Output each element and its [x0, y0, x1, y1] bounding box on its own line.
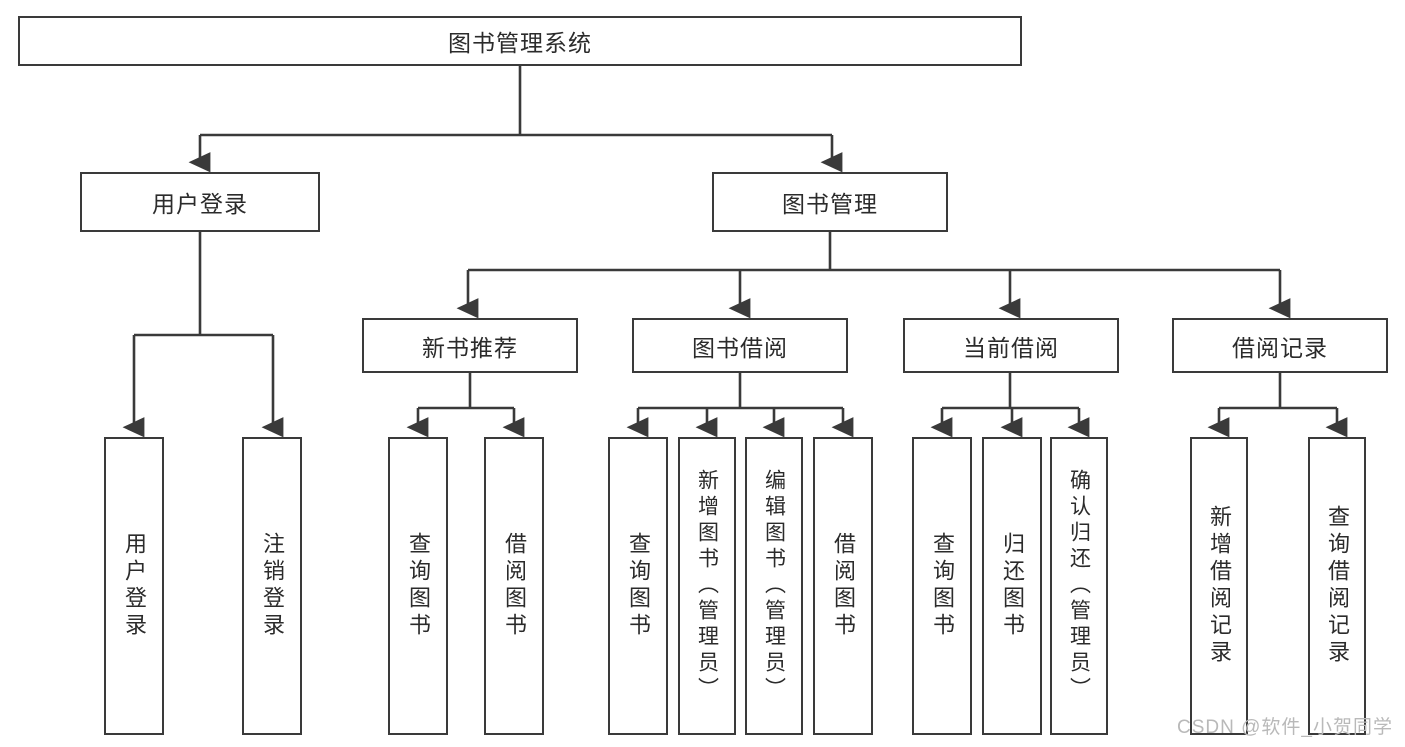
node-borrow-leaf-edit-book-admin[interactable]: 编辑图书（管理员）	[745, 437, 803, 735]
node-user-login-leaf-logout[interactable]: 注销登录	[242, 437, 302, 735]
node-label: 借阅图书	[502, 532, 527, 640]
node-current-leaf-confirm-return-admin[interactable]: 确认归还（管理员）	[1050, 437, 1108, 735]
node-label: 借阅记录	[1232, 334, 1328, 361]
node-label: 新增图书（管理员）	[695, 469, 719, 703]
node-label: 查询图书	[626, 532, 651, 640]
node-recommend-leaf-borrow-book[interactable]: 借阅图书	[484, 437, 544, 735]
node-label: 注销登录	[260, 532, 285, 640]
node-label: 新增借阅记录	[1207, 505, 1232, 667]
node-label: 当前借阅	[963, 334, 1059, 361]
node-borrow-leaf-add-book-admin[interactable]: 新增图书（管理员）	[678, 437, 736, 735]
node-label: 查询图书	[930, 532, 955, 640]
node-book-management-label: 图书管理	[782, 191, 878, 217]
node-borrow-record[interactable]: 借阅记录	[1172, 318, 1388, 373]
node-borrow-leaf-borrow-book[interactable]: 借阅图书	[813, 437, 873, 735]
node-label: 编辑图书（管理员）	[762, 469, 786, 703]
node-label: 查询图书	[406, 532, 431, 640]
node-label: 查询借阅记录	[1325, 505, 1350, 667]
node-root[interactable]: 图书管理系统	[18, 16, 1022, 66]
node-current-leaf-query-book[interactable]: 查询图书	[912, 437, 972, 735]
node-current-leaf-return-book[interactable]: 归还图书	[982, 437, 1042, 735]
node-recommend-leaf-query-book[interactable]: 查询图书	[388, 437, 448, 735]
node-label: 归还图书	[1000, 532, 1025, 640]
node-record-leaf-query-record[interactable]: 查询借阅记录	[1308, 437, 1366, 735]
node-user-login-label: 用户登录	[152, 191, 248, 217]
watermark-text: CSDN @软件_小贺同学	[1177, 717, 1393, 738]
node-new-book-recommend[interactable]: 新书推荐	[362, 318, 578, 373]
node-user-login-leaf-login[interactable]: 用户登录	[104, 437, 164, 735]
node-book-borrow[interactable]: 图书借阅	[632, 318, 848, 373]
node-record-leaf-add-record[interactable]: 新增借阅记录	[1190, 437, 1248, 735]
node-current-borrow[interactable]: 当前借阅	[903, 318, 1119, 373]
node-label: 确认归还（管理员）	[1067, 469, 1091, 703]
node-borrow-leaf-query-book[interactable]: 查询图书	[608, 437, 668, 735]
node-label: 用户登录	[122, 532, 147, 640]
node-root-label: 图书管理系统	[448, 30, 592, 56]
node-user-login[interactable]: 用户登录	[80, 172, 320, 232]
node-label: 新书推荐	[422, 334, 518, 361]
node-book-management[interactable]: 图书管理	[712, 172, 948, 232]
node-label: 图书借阅	[692, 334, 788, 361]
node-label: 借阅图书	[831, 532, 856, 640]
